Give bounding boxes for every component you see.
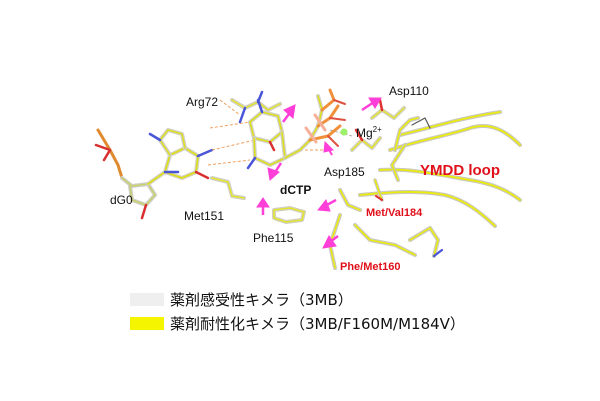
- dg0-nucleotide: [94, 128, 214, 220]
- label-asp110: Asp110: [389, 84, 429, 98]
- legend-swatch-resistant: [130, 316, 164, 330]
- mg-ion: [340, 128, 348, 136]
- arrow-dctp: [267, 162, 283, 181]
- mutation-arrows: [256, 97, 382, 249]
- legend-item-sensitive: 薬剤感受性キメラ（3MB）: [130, 289, 353, 309]
- asp-residues: [350, 98, 406, 152]
- phe115-residue: [272, 206, 306, 224]
- protein-backbone: [328, 110, 522, 270]
- label-met151: Met151: [184, 209, 225, 223]
- label-ymdd-loop: YMDD loop: [420, 162, 500, 179]
- label-dctp: dCTP: [280, 183, 312, 197]
- arrow-asp185: [323, 140, 334, 156]
- legend-text-sensitive: 薬剤感受性キメラ（3MB）: [170, 290, 353, 309]
- arrow-phe115: [256, 197, 270, 215]
- label-met-val184: Met/Val184: [366, 207, 423, 219]
- label-mg: Mg2+: [356, 125, 382, 140]
- arrow-met184: [317, 198, 337, 212]
- dctp-molecule: [246, 88, 346, 170]
- label-phe-met160: Phe/Met160: [340, 261, 401, 273]
- arrow-phe160: [322, 235, 339, 249]
- met151-residue: [210, 176, 246, 200]
- label-arg72: Arg72: [186, 95, 219, 109]
- legend-text-resistant: 薬剤耐性化キメラ（3MB/F160M/M184V）: [170, 314, 465, 333]
- label-phe115: Phe115: [253, 231, 294, 245]
- label-asp185: Asp185: [324, 165, 365, 179]
- label-mg-symbol: Mg: [356, 126, 373, 140]
- label-dg0: dG0: [110, 193, 133, 207]
- arrow-asp110: [361, 97, 382, 112]
- legend-swatch-sensitive: [130, 292, 164, 306]
- arrow-arg72: [282, 104, 296, 123]
- legend-item-resistant: 薬剤耐性化キメラ（3MB/F160M/M184V）: [130, 313, 465, 333]
- label-mg-charge: 2+: [372, 125, 382, 134]
